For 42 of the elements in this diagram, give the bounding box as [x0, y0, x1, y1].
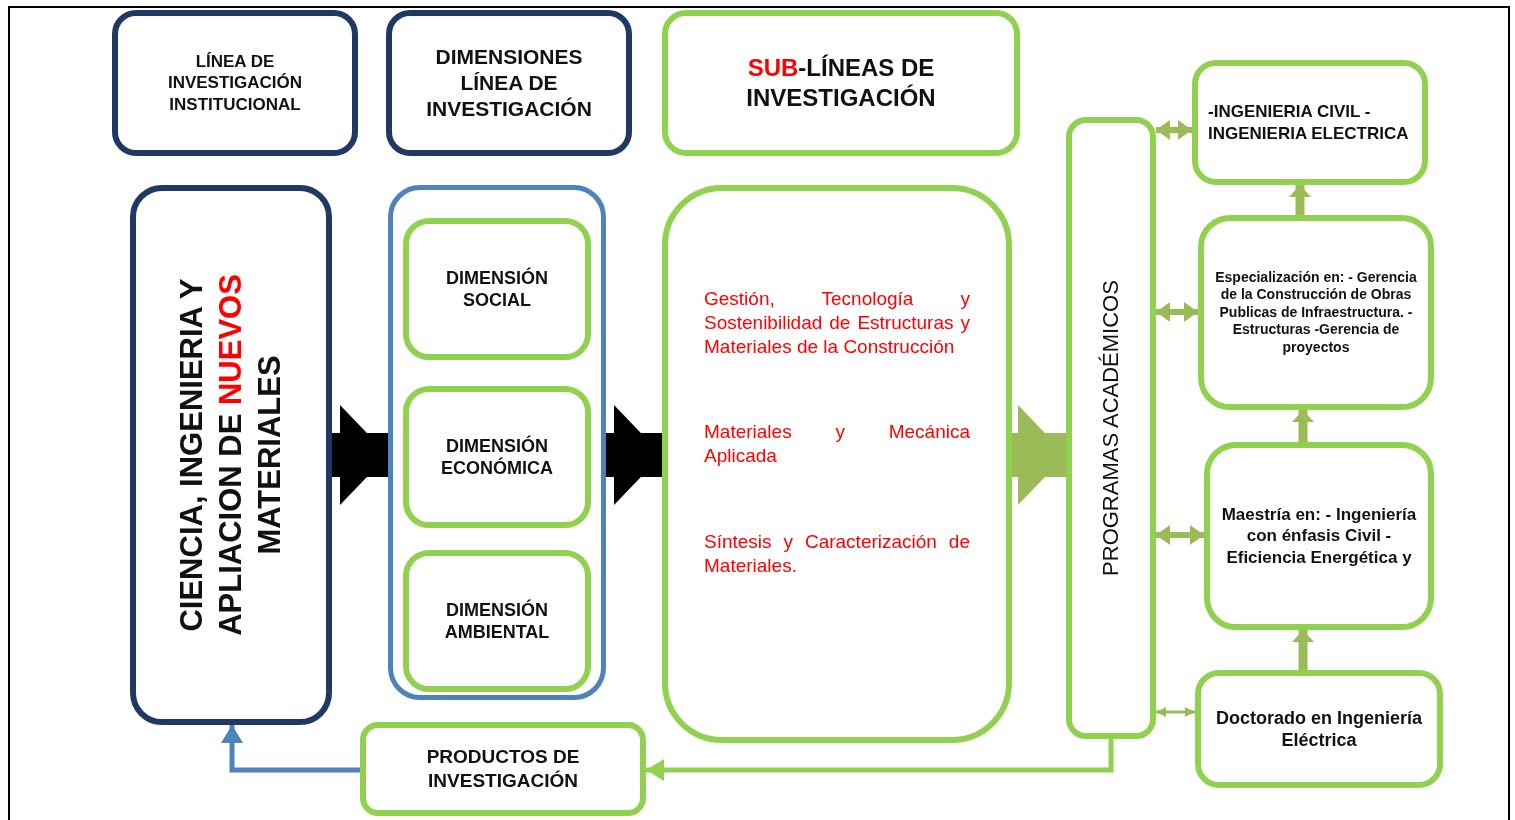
node-text: Doctorado en Ingeniería Eléctrica — [1214, 706, 1423, 752]
process-box — [1204, 442, 1434, 630]
block-arrow — [332, 405, 388, 505]
header-box — [112, 10, 358, 156]
node-text: SUB-LÍNEAS DE INVESTIGACIÓN — [745, 53, 937, 113]
arrow — [221, 725, 360, 773]
node-text: PROGRAMAS ACADÉMICOS — [1097, 279, 1125, 578]
node-text: Materiales y Mecánica Aplicada — [704, 420, 970, 468]
arrow — [1156, 302, 1198, 322]
group-container — [388, 185, 606, 700]
arrow — [1156, 707, 1195, 717]
node-text: PRODUCTOS DE INVESTIGACIÓN — [425, 745, 581, 793]
arrow — [1289, 185, 1311, 215]
process-box — [662, 185, 1012, 743]
process-box — [360, 722, 646, 816]
node-text: Síntesis y Caracterización de Materiales. — [704, 529, 970, 578]
node-text: -INGENIERIA CIVIL -INGENIERIA ELECTRICA — [1208, 101, 1410, 144]
node-text: Maestría en: - Ingeniería con énfasis Civil -Eficiencia Energética y — [1220, 504, 1418, 568]
process-box — [1192, 60, 1428, 185]
process-box — [1066, 117, 1156, 739]
process-box — [1198, 215, 1434, 410]
arrow — [1292, 410, 1314, 442]
node-text: DIMENSIÓN SOCIAL — [445, 266, 549, 312]
header-box — [386, 10, 632, 156]
node-text: Gestión, Tecnología y Sostenibilidad de Estructuras y Materiales de la Construcción — [704, 287, 970, 359]
node-text: DIMENSIONES LÍNEA DE INVESTIGACIÓN — [425, 43, 593, 123]
arrow — [1292, 630, 1314, 670]
process-box — [403, 218, 591, 360]
node-text: Especialización en: - Gerencia de la Construcción de Obras Publicas de Infraestructura. - Estructuras -Gerencia de proyectos — [1214, 268, 1418, 357]
process-box — [403, 386, 591, 528]
process-box — [130, 185, 332, 725]
node-text: DIMENSIÓN ECONÓMICA — [440, 434, 554, 480]
arrow — [1156, 525, 1204, 545]
arrow — [1156, 120, 1192, 140]
process-box — [1195, 670, 1443, 788]
arrow — [646, 739, 1114, 781]
node-text: LÍNEA DE INVESTIGACIÓN INSTITUCIONAL — [166, 51, 304, 115]
block-arrow — [606, 405, 662, 505]
block-arrow — [1012, 405, 1066, 505]
node-text: DIMENSIÓN AMBIENTAL — [443, 598, 551, 644]
header-box — [662, 10, 1020, 156]
process-box — [403, 550, 591, 692]
